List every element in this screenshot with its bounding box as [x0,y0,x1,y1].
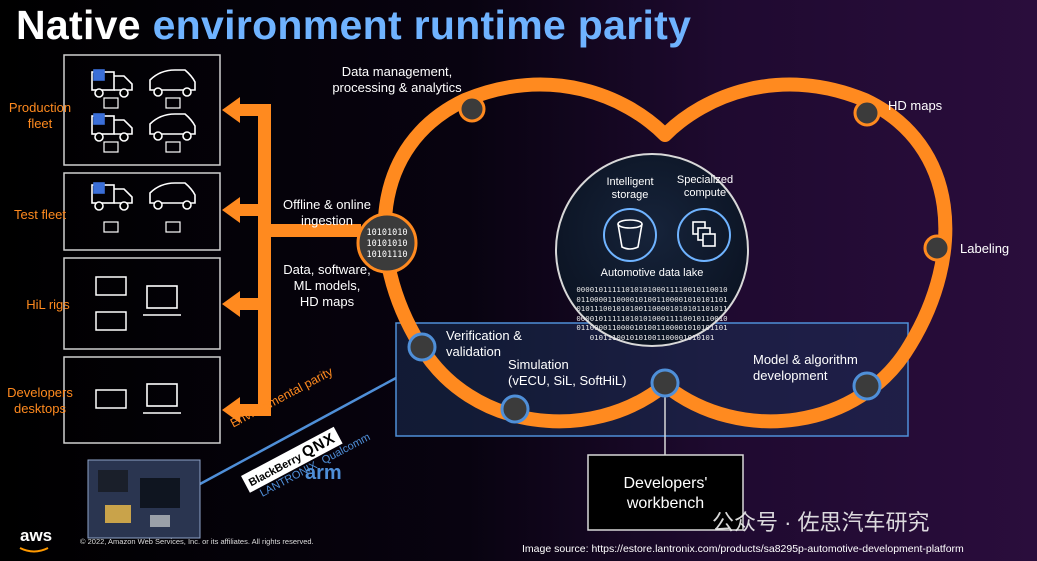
watermark: 公众号 · 佐思汽车研究 [712,510,930,535]
board-icon [103,97,181,233]
label-hil-rigs: HiL rigs [26,297,70,312]
box-test-fleet [63,172,221,251]
car-icon [149,69,196,97]
developers-workbench: Developers'workbench [623,475,708,512]
label-simulation: Simulation(vECU, SiL, SoftHiL) [508,357,627,388]
car-icon [149,113,196,141]
loop-node-markers [407,95,951,424]
label-automotive-data-lake: Automotive data lake [600,267,704,279]
compute-icon [692,221,716,247]
dev-board-image [87,459,201,539]
monitor-icon [143,285,181,414]
node-verification [407,332,437,362]
box-developers-desktops [63,356,221,444]
car-icon [149,182,196,210]
hil-board-icon [95,276,127,409]
truck-icon [91,113,133,142]
box-production-fleet [63,54,221,166]
binary-node [356,212,418,274]
label-labeling: Labeling [960,241,1010,256]
aws-smile-icon [19,547,49,553]
parity-line [199,376,397,486]
label-data-management: Data management,processing & analytics [332,64,462,95]
node-model [852,371,882,401]
label-verification: Verification &validation [446,328,522,359]
node-hd-maps [853,99,881,127]
box-hil-rigs [63,257,221,350]
label-test-fleet: Test fleet [13,207,67,222]
logo-arm: arm [305,462,342,484]
node-labeling [923,234,951,262]
aws-logo: aws [20,526,53,545]
compute-icon-circle [677,208,731,262]
copyright-text: © 2022, Amazon Web Services, Inc. or its… [80,537,314,546]
truck-icon [91,182,133,211]
node-simulation-center [650,368,680,398]
truck-icon [91,69,133,98]
node-simulation-left [500,394,530,424]
workbench-box [587,454,744,531]
node-data-management [458,95,486,123]
page-title: Native environment runtime parity [16,2,692,48]
bucket-icon [617,219,643,250]
label-data-software: Data, software,ML models,HD maps [283,262,371,309]
storage-icon-circle [603,208,657,262]
image-source-text: Image source: https://estore.lantronix.c… [522,543,964,555]
label-hd-maps: HD maps [888,98,943,113]
data-lake-binary: 0000101111101010100011110010110010 01100… [576,285,728,342]
bracket-arrows [222,97,361,423]
